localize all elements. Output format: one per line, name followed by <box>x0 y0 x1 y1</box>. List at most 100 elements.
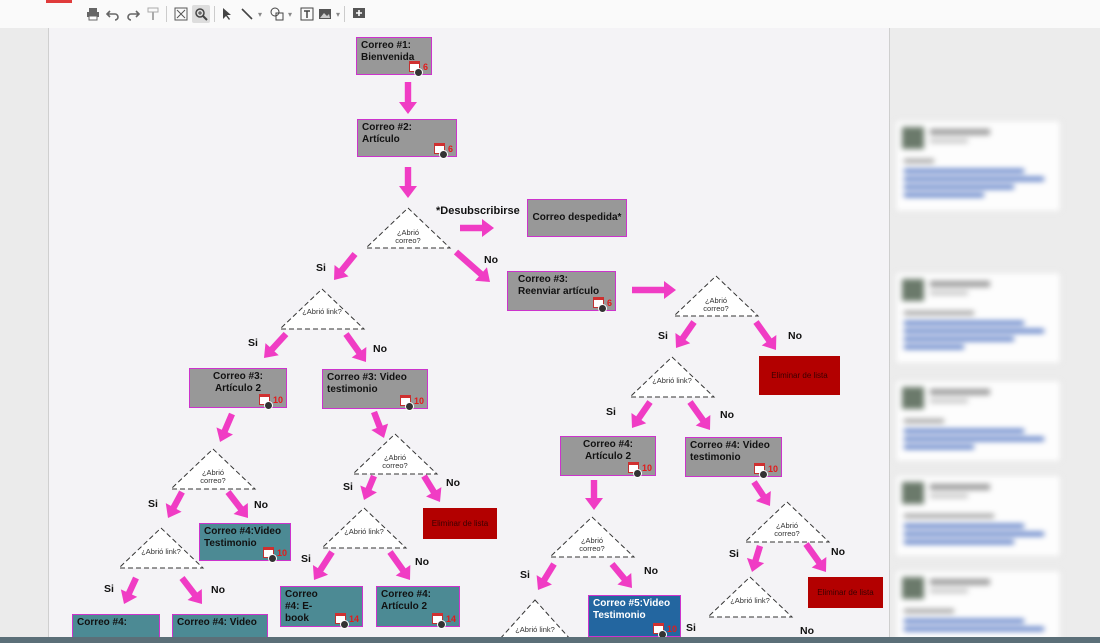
decision-text: ¿Abrió correo? <box>382 453 408 470</box>
flow-arrow <box>453 249 490 282</box>
delete-node[interactable]: Eliminar de lista <box>808 577 883 608</box>
decision-diamond <box>672 275 760 317</box>
unsubscribe-label: *Desubscribirse <box>436 205 520 217</box>
branch-no: No <box>720 409 734 421</box>
toolbar-separator <box>344 6 345 22</box>
decision-diamond <box>364 207 452 249</box>
branch-no: No <box>644 565 658 577</box>
textbox-icon[interactable] <box>298 5 316 23</box>
branch-yes: Si <box>148 498 158 510</box>
calendar-icon: 6 <box>408 61 428 77</box>
calendar-icon: 6 <box>592 297 612 313</box>
decision-text: ¿Abrió correo? <box>579 536 605 553</box>
calendar-icon: 10 <box>627 462 652 478</box>
calendar-icon: 6 <box>433 143 453 159</box>
flow-node[interactable]: Correo #2: Artículo 6 <box>357 119 457 159</box>
delay-days: 10 <box>413 396 424 406</box>
delay-days: 14 <box>445 614 456 624</box>
flow-arrow <box>399 167 417 198</box>
branch-yes: Si <box>658 330 668 342</box>
flow-node-text: Correo #4: E-book <box>285 589 318 624</box>
delete-node[interactable]: Eliminar de lista <box>759 356 840 395</box>
flow-node-text: Eliminar de lista <box>771 370 828 380</box>
delay-days: 6 <box>422 62 428 72</box>
flow-node[interactable]: Correo #4: <box>72 614 160 640</box>
chevron-down-icon[interactable]: ▾ <box>257 9 262 19</box>
delay-days: 6 <box>447 144 453 154</box>
flow-arrow <box>312 550 335 580</box>
flow-node-text: Correo #3: Reenviar artículo <box>518 274 600 297</box>
flow-arrow <box>753 320 777 350</box>
decision-diamond <box>743 501 831 543</box>
zoom-icon[interactable] <box>192 5 210 23</box>
comment-card[interactable] <box>895 475 1061 557</box>
undo-icon[interactable] <box>104 5 122 23</box>
calendar-icon: 10 <box>258 394 283 410</box>
comment-card[interactable] <box>895 120 1061 212</box>
bottom-scrollbar[interactable] <box>0 637 1100 643</box>
paint-format-icon[interactable] <box>144 5 162 23</box>
flow-arrow <box>632 281 676 299</box>
decision-text: ¿Abrió correo? <box>200 468 226 485</box>
decision-diamond <box>628 356 716 398</box>
chevron-down-icon[interactable]: ▾ <box>335 9 340 19</box>
branch-yes: Si <box>606 406 616 418</box>
delay-days: 10 <box>641 463 652 473</box>
branch-no: No <box>254 499 268 511</box>
decision-text: ¿Abrió correo? <box>395 228 421 245</box>
flow-arrow <box>216 412 235 442</box>
branch-yes: Si <box>686 622 696 634</box>
flow-node[interactable]: Correo #1: Bienvenida 6 <box>356 37 432 77</box>
fit-icon[interactable] <box>172 5 190 23</box>
decision-diamond <box>351 433 439 475</box>
decision-diamond <box>548 516 636 558</box>
calendar-icon: 10 <box>652 623 677 639</box>
flow-arrow <box>536 562 557 590</box>
image-icon[interactable] <box>316 5 334 23</box>
decision-diamond <box>169 448 257 490</box>
comment-card[interactable] <box>895 570 1061 642</box>
flow-node-text: Eliminar de lista <box>817 587 874 597</box>
flow-arrow <box>120 576 139 604</box>
flow-node[interactable]: Correo despedida* <box>527 199 627 237</box>
flow-arrow <box>675 320 697 348</box>
delete-node[interactable]: Eliminar de lista <box>423 508 497 539</box>
line-icon[interactable] <box>238 5 256 23</box>
flow-node[interactable]: Correo #3: Video testimonio 10 <box>322 369 428 411</box>
flow-arrow <box>399 82 417 114</box>
redo-icon[interactable] <box>124 5 142 23</box>
flow-arrow <box>460 219 494 237</box>
decision-text: ¿Abrió link? <box>652 376 692 385</box>
decision-text: ¿Abrió correo? <box>703 296 729 313</box>
flow-node-text: Correo #2: Artículo <box>362 122 413 145</box>
branch-yes: Si <box>729 548 739 560</box>
decision-text: ¿Abrió correo? <box>774 521 800 538</box>
app-tab-marker <box>46 0 72 3</box>
decision-text: ¿Abrió link? <box>515 625 555 634</box>
flow-node-text: Correo #3: Video testimonio <box>327 372 407 395</box>
flow-node-text: Correo #4: Video testimonio <box>690 440 770 463</box>
delay-days: 10 <box>276 548 287 558</box>
flow-arrow <box>387 550 411 580</box>
flow-node-text: Correo #1: Bienvenida <box>361 40 415 63</box>
comment-card[interactable] <box>895 380 1061 462</box>
select-icon[interactable] <box>218 5 236 23</box>
branch-yes: Si <box>343 481 353 493</box>
comment-icon[interactable] <box>350 5 368 23</box>
chevron-down-icon[interactable]: ▾ <box>287 9 292 19</box>
comment-card[interactable] <box>895 272 1061 364</box>
branch-no: No <box>415 556 429 568</box>
calendar-icon: 10 <box>399 395 424 411</box>
shape-icon[interactable] <box>268 5 286 23</box>
flow-node-text: Correo #4: Artículo 2 <box>381 589 432 612</box>
print-icon[interactable] <box>84 5 102 23</box>
flow-node[interactable]: Correo #4: Artículo 2 14 <box>376 586 460 629</box>
